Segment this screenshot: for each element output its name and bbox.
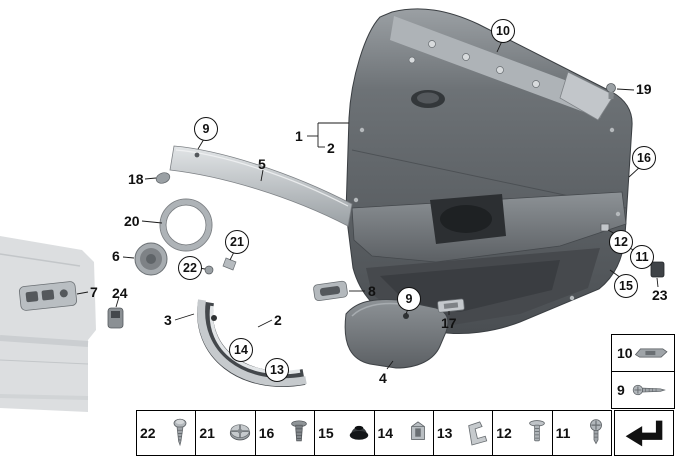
callout-13[interactable]: 13: [265, 358, 289, 382]
callout-8[interactable]: 8: [368, 283, 376, 299]
fastener-cell-15[interactable]: 15: [315, 411, 375, 455]
part-3-door-pull-handle[interactable]: [197, 299, 307, 387]
fastener-number: 15: [318, 425, 334, 441]
callout-7[interactable]: 7: [90, 284, 98, 300]
callout-10[interactable]: 10: [491, 19, 515, 43]
fastener-cell-11[interactable]: 11: [553, 411, 611, 455]
part-19-screw[interactable]: [606, 83, 616, 100]
callout-6[interactable]: 6: [112, 248, 120, 264]
callout-23[interactable]: 23: [652, 287, 668, 303]
expansion-rivet-icon: [291, 420, 307, 442]
fastener-cell-12[interactable]: 12: [493, 411, 553, 455]
part-18-clip[interactable]: [155, 171, 172, 185]
pan-head-screw-icon: [590, 419, 602, 445]
metal-clip-icon: [410, 421, 425, 440]
expanding-rivet-icon: [528, 420, 545, 442]
callout-2b[interactable]: 2: [274, 312, 282, 328]
part-7-window-switch[interactable]: [18, 281, 78, 311]
sill-screw-posts: [408, 40, 540, 88]
fastener-number: 21: [199, 425, 215, 441]
callout-2[interactable]: 2: [327, 140, 335, 156]
fastener-cell-13[interactable]: 13: [434, 411, 494, 455]
part-20-speaker-ring[interactable]: [159, 198, 213, 252]
tapping-screw-icon: [173, 418, 187, 447]
part-24-switch[interactable]: [107, 307, 124, 329]
retaining-clip-icon: [634, 348, 668, 358]
callout-19[interactable]: 19: [636, 81, 652, 97]
part-23-cap[interactable]: [650, 261, 665, 278]
callout-12[interactable]: 12: [609, 230, 633, 254]
part-6-speaker-cover[interactable]: [134, 242, 168, 276]
callout-4[interactable]: 4: [379, 370, 387, 386]
fastener-cell-22[interactable]: 22: [137, 411, 197, 455]
part-17-clip[interactable]: [437, 298, 465, 313]
callout-16[interactable]: 16: [632, 146, 656, 170]
part-5-trim-strip[interactable]: [169, 145, 353, 227]
callout-5[interactable]: 5: [258, 156, 266, 172]
fastener-number: 11: [555, 425, 571, 441]
inset-box-10[interactable]: 10: [611, 334, 675, 372]
grommet-icon: [349, 425, 368, 440]
part-4-armrest[interactable]: [344, 299, 449, 369]
part-22-screw[interactable]: [204, 265, 214, 275]
callout-14[interactable]: 14: [229, 338, 253, 362]
callout-22[interactable]: 22: [178, 256, 202, 280]
part-8-bezel[interactable]: [313, 280, 348, 302]
callout-18[interactable]: 18: [128, 171, 144, 187]
plastic-nut-icon: [229, 424, 250, 441]
callout-9b[interactable]: 9: [397, 287, 421, 311]
callout-15[interactable]: 15: [614, 274, 638, 298]
fastener-number: 14: [377, 425, 394, 441]
fastener-number: 13: [436, 425, 453, 441]
callout-1[interactable]: 1: [295, 128, 303, 144]
inset-number: 10: [617, 345, 633, 361]
inset-number: 9: [617, 382, 625, 398]
direction-arrow-icon: [625, 420, 663, 446]
fastener-cell-14[interactable]: 14: [375, 411, 434, 455]
callout-11[interactable]: 11: [630, 245, 654, 269]
background-left-panel: [0, 236, 96, 412]
fastener-cell-16[interactable]: 16: [256, 411, 316, 455]
callout-20[interactable]: 20: [124, 213, 140, 229]
callout-9[interactable]: 9: [194, 117, 218, 141]
part-21-bracket[interactable]: [222, 257, 237, 271]
door-trim-panel[interactable]: [345, 8, 633, 334]
callout-17[interactable]: 17: [441, 315, 457, 331]
callout-24[interactable]: 24: [112, 285, 128, 301]
direction-arrow-box[interactable]: [614, 410, 674, 456]
inset-box-9[interactable]: 9: [611, 371, 675, 409]
fastener-legend-table: 22 21 16: [136, 410, 612, 456]
callout-21[interactable]: 21: [225, 230, 249, 254]
angle-bracket-icon: [468, 421, 488, 446]
callout-3[interactable]: 3: [164, 312, 172, 328]
fastener-number: 22: [140, 425, 156, 441]
fastener-number: 16: [258, 425, 275, 441]
screw-icon: [632, 384, 666, 396]
fastener-cell-21[interactable]: 21: [196, 411, 256, 455]
fastener-number: 12: [496, 425, 512, 441]
